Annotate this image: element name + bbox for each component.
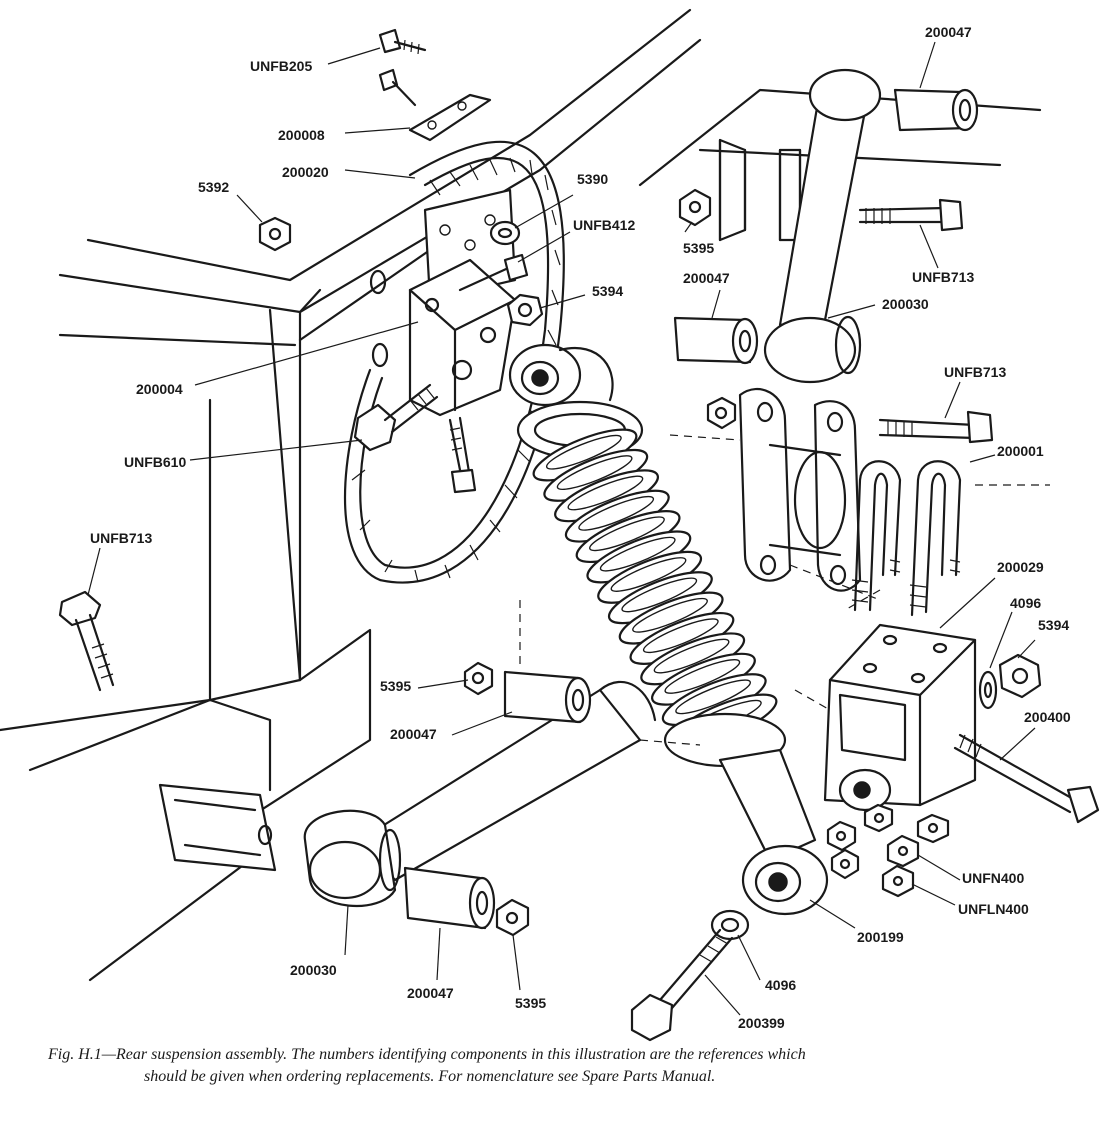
bolt-unfb713-right bbox=[878, 410, 994, 444]
label-unfb412: UNFB412 bbox=[573, 217, 635, 233]
spring-seat-block bbox=[823, 623, 977, 812]
bolt-200400 bbox=[953, 733, 1100, 824]
spring-coil-inner bbox=[621, 577, 698, 613]
coil-spring-damper bbox=[508, 343, 829, 916]
bolt-unfb205 bbox=[378, 28, 427, 107]
spring-coil-inner bbox=[589, 516, 665, 552]
bush-200047-left bbox=[503, 670, 592, 724]
label-unfn400: UNFN400 bbox=[962, 870, 1024, 886]
spring-coil-inner bbox=[675, 679, 752, 715]
label-unfb713-top: UNFB713 bbox=[912, 269, 974, 285]
label-5395-top: 5395 bbox=[683, 240, 714, 256]
lower-radius-arm bbox=[303, 680, 657, 908]
spring-coil-inner bbox=[599, 536, 676, 572]
nut-5395-left bbox=[463, 661, 494, 696]
bolt-unfb610 bbox=[353, 383, 439, 452]
nut-5392 bbox=[258, 216, 292, 252]
nut-axle-top bbox=[706, 396, 737, 430]
caption-line-2: should be given when ordering replacemen… bbox=[144, 1068, 716, 1085]
label-200001: 200001 bbox=[997, 443, 1044, 459]
label-200199: 200199 bbox=[857, 929, 904, 945]
nut-5390 bbox=[489, 220, 521, 246]
label-4096-bottom: 4096 bbox=[765, 977, 796, 993]
figure-caption: Fig. H.1—Rear suspension assembly. The n… bbox=[48, 1044, 1108, 1088]
nut-5394-top bbox=[506, 293, 544, 327]
upper-radius-arm bbox=[763, 68, 882, 384]
label-unfb713-right: UNFB713 bbox=[944, 364, 1006, 380]
label-5394-right: 5394 bbox=[1038, 617, 1069, 633]
chassis-frame bbox=[0, 8, 1042, 982]
label-200020: 200020 bbox=[282, 164, 329, 180]
u-bolts bbox=[851, 460, 962, 617]
assembly-guide-lines bbox=[519, 434, 1050, 746]
label-unfb610: UNFB610 bbox=[124, 454, 186, 470]
spring-coil-inner bbox=[610, 557, 687, 592]
label-200008: 200008 bbox=[278, 127, 325, 143]
bolt-200399 bbox=[630, 928, 734, 1042]
upper-bracket bbox=[408, 258, 517, 417]
label-4096-right: 4096 bbox=[1010, 595, 1041, 611]
label-200047-bottom: 200047 bbox=[407, 985, 454, 1001]
bolt-unfb412 bbox=[458, 253, 529, 292]
label-5395-left: 5395 bbox=[380, 678, 411, 694]
bolt-unfb713-top bbox=[858, 198, 964, 232]
bush-200047-top bbox=[893, 88, 979, 132]
label-200047-top: 200047 bbox=[925, 24, 972, 40]
spring-coil-inner bbox=[556, 455, 633, 491]
spring-coil-inner bbox=[664, 659, 741, 694]
figure-number: Fig. H.1 bbox=[48, 1046, 102, 1063]
label-200030-top: 200030 bbox=[882, 296, 929, 312]
spring-coil-inner bbox=[632, 597, 708, 633]
label-unfb713-left: UNFB713 bbox=[90, 530, 152, 546]
caption-line-1: —Rear suspension assembly. The numbers i… bbox=[101, 1046, 806, 1063]
spring-coil-inner bbox=[642, 618, 719, 654]
label-200399: 200399 bbox=[738, 1015, 785, 1031]
nut-5394-right bbox=[998, 653, 1042, 699]
bush-200047-mid bbox=[673, 316, 759, 365]
bush-200047-bottom bbox=[403, 866, 496, 930]
leader-lines bbox=[87, 41, 1036, 1016]
check-strap bbox=[343, 140, 565, 584]
plate-200008 bbox=[408, 93, 492, 142]
nut-5395-top bbox=[678, 188, 712, 227]
label-200030-bottom: 200030 bbox=[290, 962, 337, 978]
spring-coil-inner bbox=[545, 434, 622, 470]
spring-coil-inner bbox=[653, 638, 730, 674]
label-200029: 200029 bbox=[997, 559, 1044, 575]
nut-5395-bottom bbox=[495, 898, 530, 937]
label-200400: 200400 bbox=[1024, 709, 1071, 725]
label-unfln400: UNFLN400 bbox=[958, 901, 1029, 917]
bolt-vertical-center bbox=[448, 416, 477, 494]
bolt-unfb713-left bbox=[58, 590, 115, 692]
label-5395-bottom: 5395 bbox=[515, 995, 546, 1011]
washer-4096-bottom bbox=[710, 909, 750, 941]
part-labels: UNFB205 200008 200020 5392 5390 UNFB412 … bbox=[90, 24, 1071, 1031]
label-5392: 5392 bbox=[198, 179, 229, 195]
label-200004: 200004 bbox=[136, 381, 183, 397]
spring-coil-inner bbox=[567, 475, 644, 511]
label-unfb205: UNFB205 bbox=[250, 58, 312, 74]
washer-4096-right bbox=[978, 670, 998, 710]
label-5394-top: 5394 bbox=[592, 283, 623, 299]
spring-coil-inner bbox=[578, 495, 655, 531]
label-200047-left: 200047 bbox=[390, 726, 437, 742]
axle-mount-plates bbox=[738, 388, 862, 592]
nuts-cluster bbox=[826, 803, 950, 898]
label-5390: 5390 bbox=[577, 171, 608, 187]
label-200047-mid: 200047 bbox=[683, 270, 730, 286]
